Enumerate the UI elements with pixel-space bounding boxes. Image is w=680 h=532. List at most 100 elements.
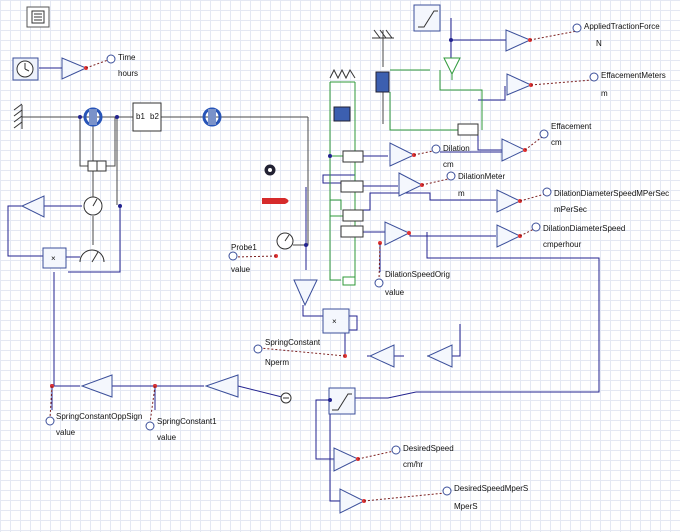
dilation-gain-block[interactable] xyxy=(389,142,416,167)
speed-sensor-middle[interactable] xyxy=(276,232,294,250)
product-block-left[interactable]: × xyxy=(42,247,67,269)
time-gain-block[interactable] xyxy=(61,57,88,80)
probe-unit-label: cm xyxy=(443,160,454,169)
left-feedback-gain-block[interactable] xyxy=(20,195,45,218)
probe-effacement[interactable]: Effacement cm xyxy=(539,122,592,147)
loop-gain-block-2[interactable] xyxy=(80,374,113,398)
probe-unit-label: m xyxy=(458,189,465,198)
list-icon xyxy=(31,10,45,24)
probe-name-label: Time xyxy=(118,53,136,62)
probe-spring-constant-opp-sign[interactable]: SpringConstantOppSign value xyxy=(45,412,142,437)
probe-name-label: Probe1 xyxy=(231,243,257,252)
position-sensor-2[interactable] xyxy=(340,180,364,193)
probe-circle-icon xyxy=(589,72,599,82)
position-sensor-3[interactable] xyxy=(342,209,364,222)
clock-icon xyxy=(16,60,34,78)
spring-damper-block[interactable] xyxy=(87,160,107,172)
probe-unit-label: cm xyxy=(551,138,562,147)
desired-speed-gain-block[interactable] xyxy=(333,447,360,472)
probe-circle-icon xyxy=(446,171,456,181)
probe-unit-label: value xyxy=(56,428,76,437)
probe-unit-label: mPerSec xyxy=(554,205,587,214)
probe-name-label: Effacement xyxy=(551,122,592,131)
summation-node[interactable] xyxy=(280,392,292,404)
probe-circle-icon xyxy=(531,222,541,232)
probe-circle-icon xyxy=(253,344,263,354)
probe-unit-label: hours xyxy=(118,69,138,78)
port-b1-label: b1 xyxy=(136,112,145,121)
translational-mass-1[interactable] xyxy=(333,106,351,122)
ramp-icon xyxy=(332,393,352,411)
rotational-joint-left[interactable] xyxy=(83,107,103,127)
probe-unit-label: N xyxy=(596,39,602,48)
probe-circle-icon xyxy=(106,54,116,64)
speed-sensor-left[interactable] xyxy=(83,196,103,216)
dilation-meter-gain-block[interactable] xyxy=(398,172,424,197)
probe-circle-icon xyxy=(391,445,401,455)
probe-unit-label: value xyxy=(385,288,405,297)
probe-name-label: DilationDiameterSpeedMPerSec xyxy=(554,189,669,198)
probe-dilation[interactable]: Dilation cm xyxy=(431,144,470,169)
output-ports xyxy=(50,38,533,503)
probe-circle-icon xyxy=(431,144,441,154)
position-sensor-4[interactable] xyxy=(340,225,364,238)
dilation-cmperhour-gain-block[interactable] xyxy=(496,224,522,248)
green-connector-block[interactable] xyxy=(342,276,356,286)
translational-spring[interactable] xyxy=(329,68,356,80)
traction-gain-block[interactable] xyxy=(505,29,532,52)
probe-circle-icon xyxy=(572,23,582,33)
probe-unit-label: Nperm xyxy=(265,358,289,367)
dilation-speed-gain-block[interactable] xyxy=(384,221,411,246)
translational-mass-2[interactable] xyxy=(375,71,390,93)
multiply-icon: × xyxy=(51,254,56,263)
port-b2-label: b2 xyxy=(150,112,159,121)
probe-desired-speed[interactable]: DesiredSpeed cm/hr xyxy=(391,444,454,469)
speed-feedback-gain-block[interactable] xyxy=(293,279,318,307)
probe-circle-icon xyxy=(45,416,55,426)
ramp-source-bottom[interactable] xyxy=(328,387,356,415)
gear-ratio-block[interactable]: b1 b2 xyxy=(132,102,162,132)
spring-gain-block-2[interactable] xyxy=(368,344,395,368)
probe-name-label: SpringConstantOppSign xyxy=(56,412,142,421)
ramp-source-top[interactable] xyxy=(413,4,441,32)
probe-name-label: DesiredSpeed xyxy=(403,444,454,453)
connection-wires xyxy=(7,18,600,502)
desired-speed-mpers-gain-block[interactable] xyxy=(339,488,366,514)
fixed-ground-top xyxy=(372,29,394,39)
effacement-gain-block[interactable] xyxy=(501,138,527,162)
position-sensor-5[interactable] xyxy=(457,123,479,136)
clock-source-block[interactable] xyxy=(12,57,39,81)
probe-name-label: AppliedTractionForce xyxy=(584,22,660,31)
position-sensor-1[interactable] xyxy=(342,150,364,163)
spring-gain-block-1[interactable] xyxy=(426,344,453,368)
probe-unit-label: cm/hr xyxy=(403,460,423,469)
rotational-joint-right[interactable] xyxy=(202,107,222,127)
torque-source-left[interactable] xyxy=(79,249,105,263)
probe-name-label: Dilation xyxy=(443,144,470,153)
loop-gain-block-1[interactable] xyxy=(204,374,239,398)
probe-unit-label: m xyxy=(601,89,608,98)
ramp-icon xyxy=(418,10,438,28)
menu-button[interactable] xyxy=(26,6,50,28)
effacement-meters-gain-block[interactable] xyxy=(506,73,533,96)
dilation-mpersec-gain-block[interactable] xyxy=(496,189,522,213)
force-source[interactable] xyxy=(443,57,461,76)
probe-circle-icon xyxy=(228,251,238,261)
fixed-ground-left xyxy=(13,103,23,129)
product-block-middle[interactable]: × xyxy=(322,308,350,334)
probe-circle-icon xyxy=(539,129,549,139)
rotational-source-icon xyxy=(264,164,276,176)
probe-time[interactable]: Time hours xyxy=(106,53,138,78)
probe-dilation-diameter-speed-mpersec[interactable]: DilationDiameterSpeedMPerSec mPerSec xyxy=(542,187,669,214)
